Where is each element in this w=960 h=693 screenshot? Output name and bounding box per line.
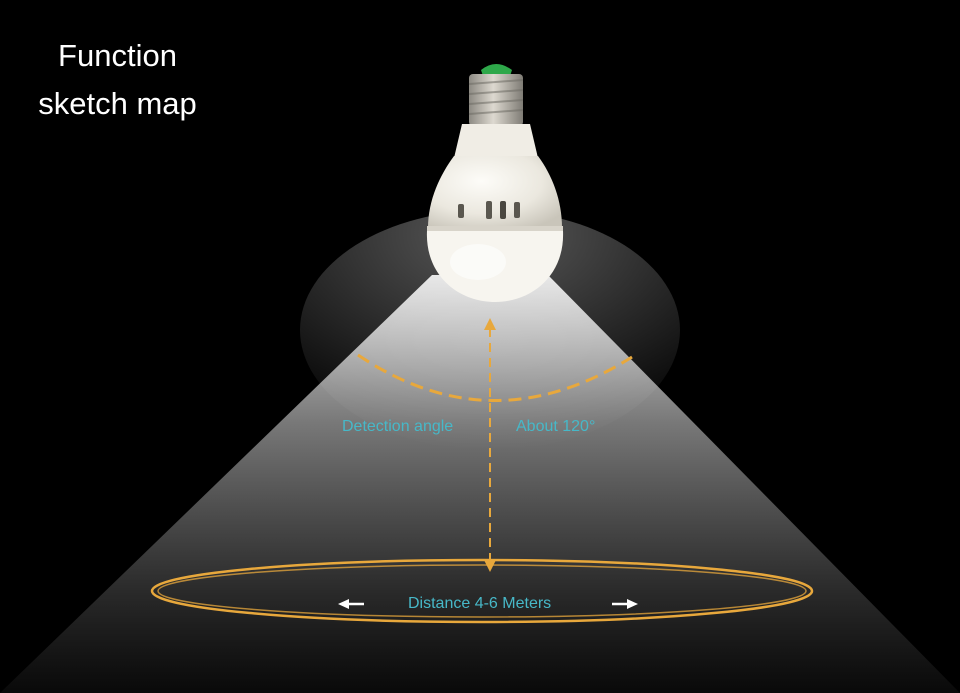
distance-label: Distance 4-6 Meters [408, 594, 551, 614]
light-bulb-icon [427, 64, 563, 302]
title-line-1: Function [20, 36, 215, 76]
angle-value-label: About 120° [516, 417, 595, 437]
title-line-2: sketch map [20, 84, 215, 124]
detection-angle-label: Detection angle [342, 417, 453, 437]
